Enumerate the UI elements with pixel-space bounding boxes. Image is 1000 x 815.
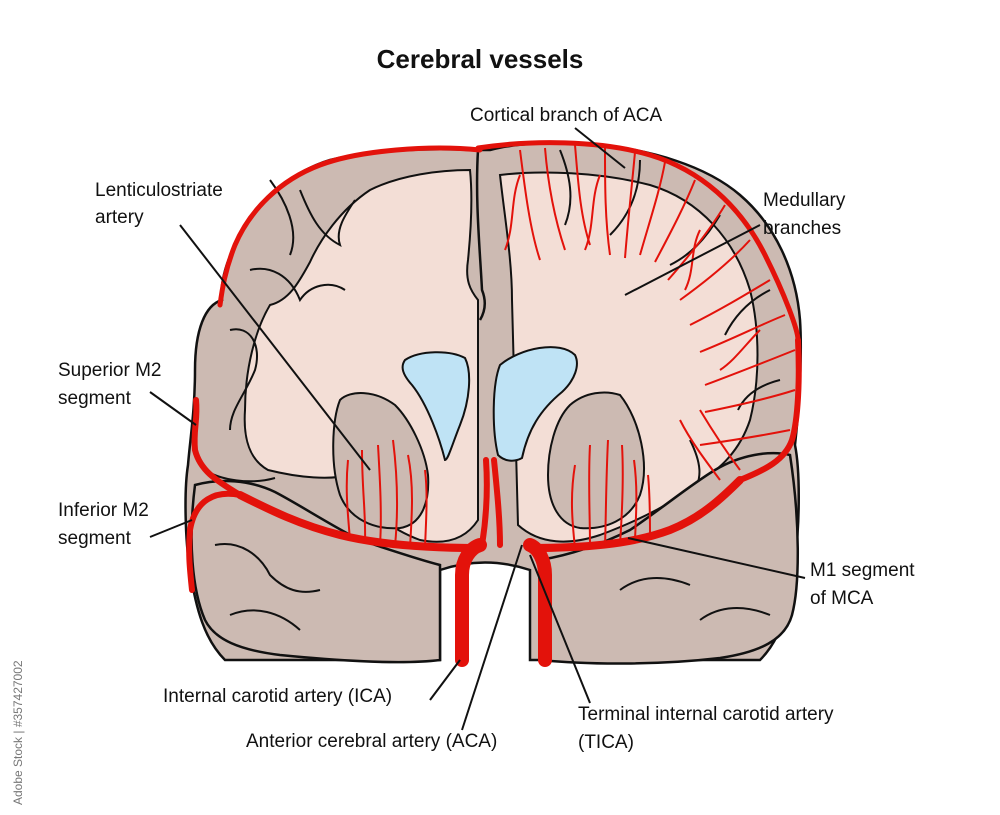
temporal-folds xyxy=(214,543,771,631)
label-tica-line2: (TICA) xyxy=(578,732,634,753)
interhemispheric-fissure xyxy=(475,149,486,321)
medullary-branches xyxy=(504,144,796,481)
label-inferior-m2-line2: segment xyxy=(58,528,132,549)
label-m1-line2: of MCA xyxy=(810,588,874,609)
temporal-lobe-left xyxy=(190,479,442,664)
lateral-ventricle-left xyxy=(401,351,471,462)
inferior-m2-left xyxy=(186,490,243,593)
basal-ganglia-left xyxy=(332,392,430,530)
diagram-title: Cerebral vessels xyxy=(377,44,584,74)
labels: Cortical branch of ACA Lenticulostriate … xyxy=(58,105,915,753)
m1-segment-right xyxy=(526,476,744,552)
label-m1-line1: M1 segment xyxy=(810,560,915,581)
leader-aca xyxy=(461,544,523,731)
label-superior-m2-line2: segment xyxy=(58,388,132,409)
leader-lines xyxy=(149,127,806,731)
leader-m1 xyxy=(627,537,806,579)
leader-medullary xyxy=(624,224,761,296)
m1-segment-left xyxy=(236,491,482,552)
gyri-left xyxy=(204,179,356,483)
cortical-branch-left xyxy=(217,145,483,308)
m2-right xyxy=(737,337,802,483)
temporal-lobe-right xyxy=(538,451,800,665)
anterior-cerebral-artery-right xyxy=(491,457,503,548)
leader-superior-m2 xyxy=(149,391,197,426)
label-aca: Anterior cerebral artery (ACA) xyxy=(246,731,497,752)
brain-section xyxy=(184,141,803,665)
lenticulostriate-arteries xyxy=(345,439,651,549)
lateral-ventricle-right xyxy=(492,346,578,462)
leader-tica xyxy=(529,554,591,704)
leader-cortical-aca xyxy=(574,127,626,169)
leader-inferior-m2 xyxy=(149,519,193,538)
label-lenticulostriate-line1: Lenticulostriate xyxy=(95,180,223,201)
label-inferior-m2-line1: Inferior M2 xyxy=(58,500,149,521)
leader-ica xyxy=(429,659,461,701)
leader-lenticulostriate xyxy=(179,224,371,471)
anterior-cerebral-artery-left xyxy=(479,457,490,548)
label-medullary-line2: branches xyxy=(763,218,841,239)
label-superior-m2-line1: Superior M2 xyxy=(58,360,162,381)
label-ica: Internal carotid artery (ICA) xyxy=(163,686,392,707)
superior-m2-left xyxy=(191,397,243,498)
stock-watermark: Adobe Stock | #357427002 xyxy=(11,660,25,805)
label-tica-line1: Terminal internal carotid artery xyxy=(578,704,834,725)
label-lenticulostriate-line2: artery xyxy=(95,207,144,228)
label-cortical-branch-aca: Cortical branch of ACA xyxy=(470,105,663,126)
cortical-branch-right xyxy=(475,140,801,343)
label-medullary-line1: Medullary xyxy=(763,190,846,211)
arteries xyxy=(186,140,802,667)
